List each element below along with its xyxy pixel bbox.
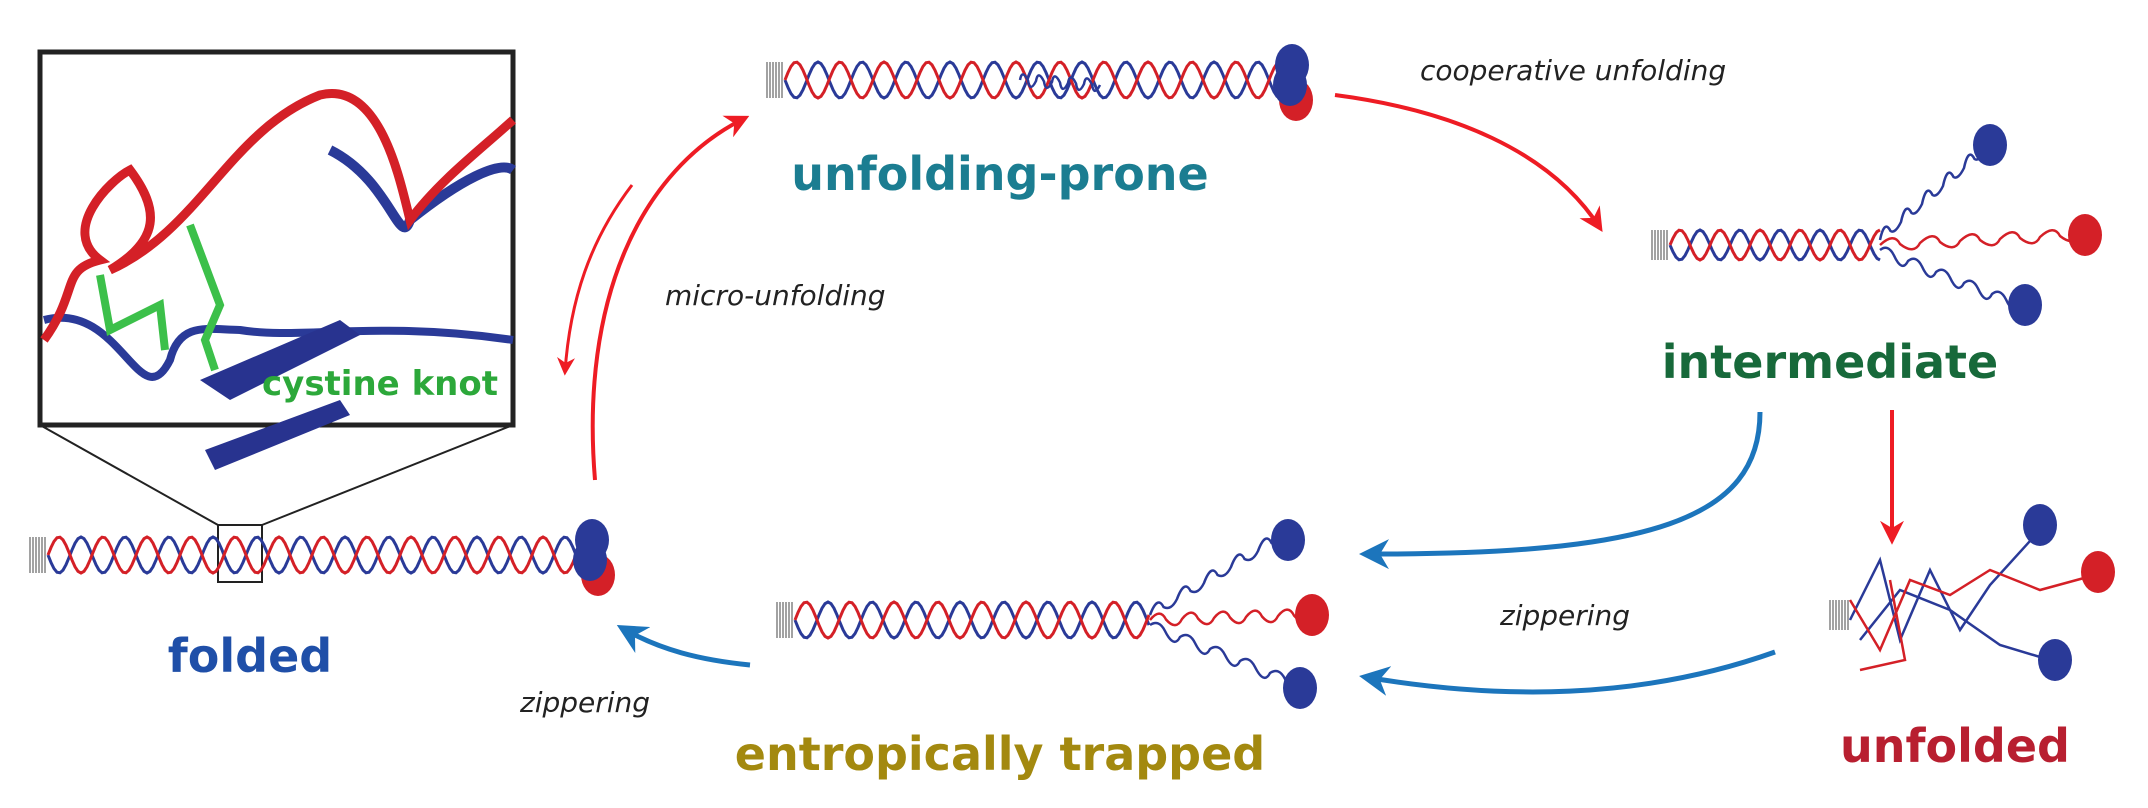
zoom-line-left: [39, 424, 219, 526]
arrow-refolding: [557, 184, 634, 376]
micro-unfolding-label: micro-unfolding: [665, 279, 886, 312]
intermediate-bead-red: [2068, 214, 2102, 256]
unfolding-prone-label: unfolding-prone: [791, 147, 1209, 201]
arrow-cooperative-unfolding: [1334, 93, 1603, 233]
intermediate-tail-blue-2: [1879, 246, 2022, 312]
unfolded-blue-tangle: [1848, 529, 2051, 662]
cystine-knot-label: cystine knot: [262, 364, 498, 404]
entropically-trapped-label: entropically trapped: [735, 727, 1265, 781]
intermediate-blue-strand: [1668, 228, 1881, 262]
folded-red-strand: [46, 535, 589, 575]
trapped-tail-blue-1: [1148, 534, 1287, 616]
cooperative-unfolding-label: cooperative unfolding: [1420, 54, 1726, 87]
entropically-trapped-blue-strand: [793, 600, 1151, 640]
unfolding-prone-anchor-handle: [766, 62, 783, 98]
folded-label: folded: [168, 629, 332, 683]
trapped-bead-blue-2: [1283, 667, 1317, 709]
trapped-tail-red: [1149, 608, 1312, 627]
folded-bead-blue-2: [573, 539, 607, 581]
intermediate-bead-blue-2: [2008, 284, 2042, 326]
entropically-trapped-anchor-handle: [776, 602, 793, 638]
arrow-intermediate-zippering: [1359, 411, 1763, 570]
intermediate-tail-red: [1879, 229, 2082, 251]
intermediate-anchor-handle: [1651, 230, 1668, 260]
zippering-label-left: zippering: [519, 686, 650, 719]
unfolded-bead-blue-2: [2038, 639, 2072, 681]
unfolded-anchor-handle: [1829, 600, 1849, 630]
trapped-tail-blue-2: [1149, 621, 1302, 692]
intermediate-label: intermediate: [1662, 335, 1998, 389]
unfolded-bead-red: [2081, 551, 2115, 593]
entropically-trapped-red-strand: [793, 600, 1151, 640]
cystine-knot-inset: cystine knot: [37, 49, 517, 583]
trapped-bead-blue-1: [1271, 519, 1305, 561]
unfolded-label: unfolded: [1840, 719, 2070, 773]
zoom-source-box: [217, 524, 263, 583]
trapped-bead-red: [1295, 594, 1329, 636]
zoom-line-right: [261, 424, 514, 526]
unfolding-prone-bead-blue-2: [1273, 64, 1307, 106]
folded-anchor-handle: [29, 537, 46, 573]
unfolding-prone-loop: [1018, 73, 1102, 93]
folded-blue-strand: [46, 535, 589, 575]
molecules: [29, 44, 2115, 709]
arrow-unfolded-zippering: [1359, 649, 1776, 696]
unfolding-prone-blue-strand: [783, 60, 1291, 100]
intermediate-red-strand: [1668, 228, 1881, 262]
arrow-trapped-zippering: [616, 624, 751, 668]
unfolded-bead-blue-1: [2023, 504, 2057, 546]
red-backbone: [40, 89, 517, 343]
unfolding-prone-red-strand: [783, 60, 1291, 100]
zippering-label-right: zippering: [1499, 599, 1630, 632]
intermediate-tail-blue-1: [1878, 149, 1987, 241]
intermediate-bead-blue-1: [1973, 124, 2007, 166]
beta-sheet-arrows: [200, 320, 360, 470]
disulfide-bonds: [96, 223, 225, 372]
unfolded-red-tangle: [1848, 568, 2096, 672]
arrow-micro-unfolding: [590, 115, 750, 481]
blue-backbone-lower: [42, 313, 514, 381]
